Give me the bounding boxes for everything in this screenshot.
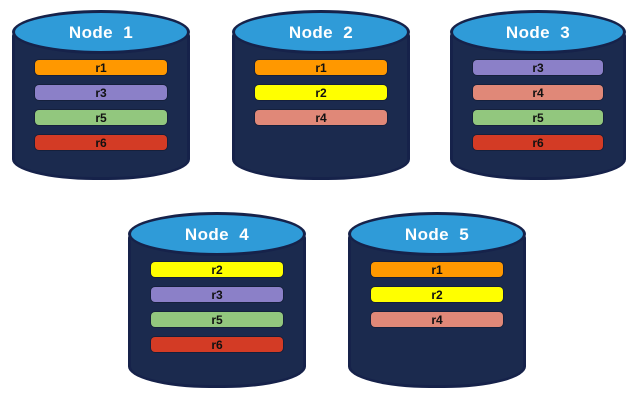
record-label: r5	[95, 110, 107, 125]
record-label: r4	[431, 312, 443, 327]
record-bar-r4[interactable]: r4	[255, 110, 387, 125]
node-title: Node 2	[288, 22, 354, 42]
node-2[interactable]: r1 r2 r4 Node 2	[232, 10, 410, 180]
record-bar-r4[interactable]: r4	[371, 312, 503, 327]
cylinder-top: Node 4	[128, 212, 306, 256]
record-bar-r2[interactable]: r2	[151, 262, 283, 277]
record-list: r1 r2 r4	[348, 262, 526, 327]
cylinder-body	[450, 32, 626, 180]
node-title: Node 1	[68, 22, 134, 42]
record-label: r6	[211, 337, 223, 352]
node-title: Node 4	[184, 224, 250, 244]
record-label: r4	[315, 110, 327, 125]
cylinder-top: Node 3	[450, 10, 626, 54]
cylinder-top: Node 5	[348, 212, 526, 256]
node-5[interactable]: r1 r2 r4 Node 5	[348, 212, 526, 388]
record-bar-r3[interactable]: r3	[35, 85, 167, 100]
record-bar-r3[interactable]: r3	[472, 60, 604, 75]
record-bar-r1[interactable]: r1	[35, 60, 167, 75]
record-bar-r6[interactable]: r6	[35, 135, 167, 150]
record-label: r6	[95, 135, 107, 150]
record-bar-r3[interactable]: r3	[151, 287, 283, 302]
record-label: r1	[95, 60, 107, 75]
node-3[interactable]: r3 r4 r5 r6 Node 3	[450, 10, 626, 180]
record-label: r2	[431, 287, 443, 302]
cylinder-body	[232, 32, 410, 180]
record-bar-r2[interactable]: r2	[255, 85, 387, 100]
record-bar-r5[interactable]: r5	[35, 110, 167, 125]
node-title: Node 5	[404, 224, 470, 244]
record-bar-r4[interactable]: r4	[472, 85, 604, 100]
record-label: r4	[532, 85, 544, 100]
node-1[interactable]: r1 r3 r5 r6 Node 1	[12, 10, 190, 180]
record-bar-r5[interactable]: r5	[151, 312, 283, 327]
record-list: r1 r3 r5 r6	[12, 60, 190, 150]
record-bar-r6[interactable]: r6	[151, 337, 283, 352]
record-list: r2 r3 r5 r6	[128, 262, 306, 352]
record-bar-r1[interactable]: r1	[371, 262, 503, 277]
record-label: r1	[315, 60, 327, 75]
record-bar-r1[interactable]: r1	[255, 60, 387, 75]
node-4[interactable]: r2 r3 r5 r6 Node 4	[128, 212, 306, 388]
record-label: r5	[532, 110, 544, 125]
record-list: r1 r2 r4	[232, 60, 410, 125]
record-label: r2	[211, 262, 223, 277]
record-label: r2	[315, 85, 327, 100]
record-label: r3	[211, 287, 223, 302]
cylinder-top: Node 2	[232, 10, 410, 54]
record-list: r3 r4 r5 r6	[450, 60, 626, 150]
record-label: r1	[431, 262, 443, 277]
record-label: r3	[532, 60, 544, 75]
record-label: r3	[95, 85, 107, 100]
record-label: r6	[532, 135, 544, 150]
cylinder-top: Node 1	[12, 10, 190, 54]
cylinder-body	[128, 234, 306, 388]
node-title: Node 3	[505, 22, 571, 42]
record-bar-r6[interactable]: r6	[472, 135, 604, 150]
record-bar-r5[interactable]: r5	[472, 110, 604, 125]
cylinder-body	[348, 234, 526, 388]
record-label: r5	[211, 312, 223, 327]
record-bar-r2[interactable]: r2	[371, 287, 503, 302]
